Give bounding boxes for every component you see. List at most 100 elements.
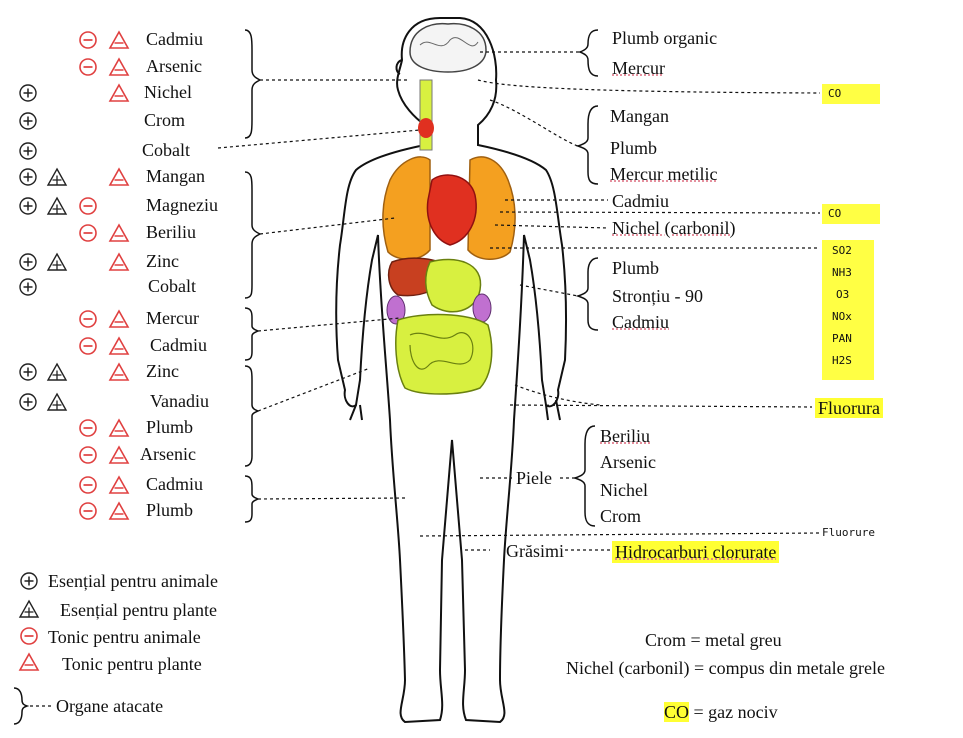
esential-animale-icon	[20, 364, 36, 380]
gas-item: NOx	[832, 310, 852, 324]
esential-plante-icon	[48, 364, 66, 380]
gas-fluorura: Fluorura	[815, 398, 883, 418]
esential-plante-icon	[20, 601, 38, 617]
tonic-plante-icon	[110, 477, 128, 493]
right-brackets	[575, 30, 598, 526]
brain-item: Plumb organic	[612, 28, 717, 48]
esential-plante-icon	[48, 198, 66, 214]
tonic-animale-icon	[80, 447, 96, 463]
left-element-label: Crom	[144, 110, 185, 130]
note-co-text: = gaz nociv	[689, 702, 778, 722]
tonic-plante-icon	[110, 311, 128, 327]
lungs-item: Cadmiu	[612, 191, 669, 211]
tonic-plante-icon	[110, 447, 128, 463]
tonic-plante-icon	[110, 85, 128, 101]
left-leader-lines	[218, 80, 420, 499]
lungs-item: Nichel (carbonil)	[612, 218, 735, 238]
left-element-label: Cadmiu	[146, 474, 203, 494]
left-element-label: Magneziu	[146, 195, 218, 215]
tonic-animale-icon	[80, 32, 96, 48]
stomach-shape	[426, 259, 481, 311]
esential-animale-icon	[20, 254, 36, 270]
left-element-label: Cobalt	[148, 276, 196, 296]
tonic-plante-icon	[110, 420, 128, 436]
esential-animale-icon	[21, 573, 37, 589]
left-element-label: Cobalt	[142, 140, 190, 160]
nervous-item: Mangan	[610, 106, 669, 126]
tonic-plante-icon	[110, 364, 128, 380]
tonic-plante-icon	[20, 654, 38, 670]
legend-brace	[14, 688, 27, 724]
gas-item: PAN	[832, 332, 852, 346]
gas-item: H2S	[832, 354, 852, 368]
nervous-item: Mercur metilic	[610, 164, 717, 184]
left-element-label: Arsenic	[140, 444, 196, 464]
tonic-animale-icon	[80, 59, 96, 75]
kidney-right-shape	[473, 294, 491, 322]
left-element-label: Mercur	[146, 308, 199, 328]
fat-item: Hidrocarburi clorurate	[612, 541, 779, 563]
left-element-label: Nichel	[144, 82, 192, 102]
bones-item: Stronțiu - 90	[612, 286, 703, 306]
esential-animale-icon	[20, 279, 36, 295]
note-co-highlight: CO	[664, 702, 689, 722]
trachea-shape	[420, 80, 432, 150]
tonic-plante-icon	[110, 169, 128, 185]
left-brackets	[245, 30, 260, 522]
tonic-animale-icon	[80, 225, 96, 241]
skin-item: Arsenic	[600, 452, 656, 472]
tonic-plante-icon	[110, 503, 128, 519]
legend-tonic-plante: Tonic pentru plante	[62, 654, 202, 674]
gas-fluorure: Fluorure	[822, 526, 875, 540]
tonic-animale-icon	[80, 338, 96, 354]
legend-organe-atacate: Organe atacate	[56, 696, 163, 716]
bones-item: Plumb	[612, 258, 659, 278]
esential-animale-icon	[20, 198, 36, 214]
gas-co-lungs: CO	[822, 204, 880, 224]
left-element-label: Arsenic	[146, 56, 202, 76]
esential-animale-icon	[20, 85, 36, 101]
gas-co-top: CO	[822, 84, 880, 104]
tonic-plante-icon	[110, 225, 128, 241]
note-co: CO = gaz nociv	[664, 702, 778, 722]
left-element-label: Zinc	[146, 251, 179, 271]
element-markers	[20, 32, 128, 519]
bones-item: Cadmiu	[612, 312, 669, 332]
esential-plante-icon	[48, 169, 66, 185]
tonic-plante-icon	[110, 254, 128, 270]
skin-item: Beriliu	[600, 426, 650, 446]
skin-label: Piele	[516, 468, 552, 488]
left-element-label: Cadmiu	[146, 29, 203, 49]
left-element-label: Zinc	[146, 361, 179, 381]
esential-plante-icon	[48, 394, 66, 410]
left-element-label: Mangan	[146, 166, 205, 186]
legend-icons	[20, 573, 38, 670]
gas-item: SO2	[832, 244, 852, 258]
legend-esential-plante: Esențial pentru plante	[60, 600, 217, 620]
intestine-shape	[396, 315, 492, 394]
nervous-item: Plumb	[610, 138, 657, 158]
esential-animale-icon	[20, 113, 36, 129]
tonic-animale-icon	[80, 198, 96, 214]
thyroid-shape	[418, 118, 434, 138]
tonic-animale-icon	[80, 477, 96, 493]
left-element-label: Cadmiu	[150, 335, 207, 355]
note-nichel: Nichel (carbonil) = compus din metale gr…	[566, 658, 885, 678]
fat-label: Grăsimi	[506, 541, 564, 561]
left-element-label: Plumb	[146, 500, 193, 520]
legend-esential-animale: Esențial pentru animale	[48, 571, 218, 591]
gas-item: NH3	[832, 266, 852, 280]
tonic-plante-icon	[110, 59, 128, 75]
tonic-animale-icon	[21, 628, 37, 644]
tonic-plante-icon	[110, 338, 128, 354]
tonic-animale-icon	[80, 311, 96, 327]
esential-animale-icon	[20, 143, 36, 159]
tonic-animale-icon	[80, 420, 96, 436]
skin-item: Crom	[600, 506, 641, 526]
brain-shape	[410, 24, 486, 72]
note-crom: Crom = metal greu	[645, 630, 782, 650]
gas-pollutants-box: SO2 NH3 O3 NOx PAN H2S	[822, 240, 874, 380]
esential-animale-icon	[20, 394, 36, 410]
tonic-animale-icon	[80, 503, 96, 519]
left-element-label: Vanadiu	[150, 391, 209, 411]
